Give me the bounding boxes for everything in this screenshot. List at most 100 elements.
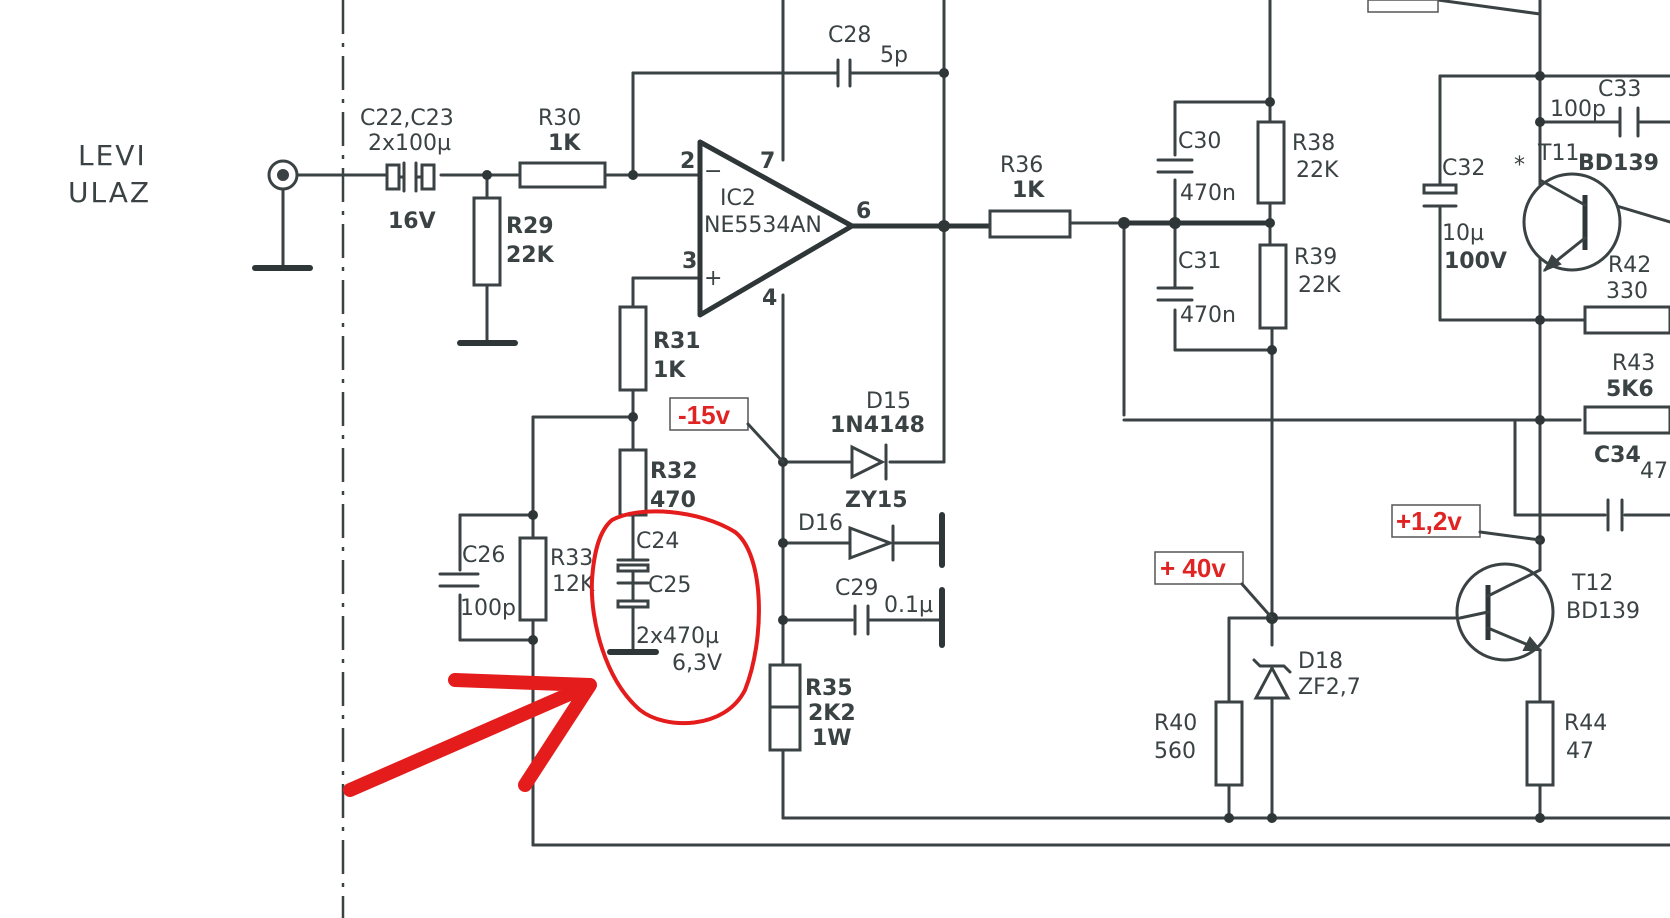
red-annotation	[343, 509, 761, 797]
r40-value: 560	[1154, 739, 1196, 764]
c28-capacitor	[828, 58, 866, 88]
c32-value: 10µ	[1442, 221, 1484, 246]
c22-c23-value: 2x100µ	[368, 131, 451, 156]
c31-ref: C31	[1178, 249, 1221, 274]
r36-value: 1K	[1012, 178, 1045, 203]
t11-transistor	[1522, 172, 1622, 272]
c34-ref: C34	[1594, 443, 1641, 468]
c24-ref: C24	[636, 529, 679, 554]
r35-value: 2K2	[808, 701, 856, 726]
ic2-part: NE5534AN	[704, 213, 822, 238]
t11-mark: *	[1514, 153, 1525, 178]
r30-ref: R30	[538, 106, 581, 131]
d15-ref: D15	[866, 389, 911, 414]
c30-value: 470n	[1180, 181, 1236, 206]
voltage-tag-pos12: +1,2v	[1391, 504, 1542, 542]
c26-ref: C26	[462, 543, 505, 568]
c30-ref: C30	[1178, 129, 1221, 154]
voltage-tag-pos40: + 40v	[1154, 551, 1274, 620]
r33-value: 12K	[552, 572, 595, 597]
d16-part: ZY15	[845, 488, 908, 513]
r32-value: 470	[650, 488, 696, 513]
d15-diode	[850, 443, 888, 481]
wires	[296, 0, 1670, 847]
r44-resistor	[1525, 700, 1555, 787]
d15-part: 1N4148	[830, 413, 925, 438]
c22-c23-rating: 16V	[388, 209, 436, 234]
t12-ref: T12	[1571, 571, 1613, 596]
c29-capacitor	[853, 587, 945, 648]
r44-ref: R44	[1564, 711, 1607, 736]
r38-resistor	[1256, 120, 1286, 205]
ic2-pin6: 6	[856, 199, 871, 224]
r31-ref: R31	[653, 329, 701, 354]
c31-capacitor	[1156, 286, 1194, 302]
r42-resistor	[1583, 305, 1670, 335]
t11-ref: T11	[1537, 141, 1579, 166]
r30-resistor	[518, 161, 607, 189]
junction-dots	[482, 68, 1545, 823]
ic2-minus: −	[704, 159, 722, 184]
t11-part: BD139	[1578, 151, 1659, 176]
ic2-plus: +	[704, 266, 722, 291]
r35-resistor	[768, 663, 802, 752]
c26-capacitor	[438, 572, 480, 588]
c25-ref: C25	[648, 573, 691, 598]
r33-ref: R33	[550, 546, 593, 571]
r40-ref: R40	[1154, 711, 1197, 736]
r29-resistor	[457, 196, 518, 346]
d18-part: ZF2,7	[1298, 675, 1361, 700]
d18-ref: D18	[1298, 649, 1343, 674]
r36-resistor	[988, 209, 1072, 239]
c26-value: 100p	[460, 596, 516, 621]
ic2-pin3: 3	[682, 249, 697, 274]
input-jack	[252, 159, 313, 271]
t12-transistor	[1455, 562, 1555, 662]
d18-zener	[1252, 658, 1292, 700]
c29-value: 0.1µ	[884, 593, 933, 618]
c22-c23-ref: C22,C23	[360, 106, 454, 131]
r32-ref: R32	[650, 459, 698, 484]
r39-ref: R39	[1294, 245, 1337, 270]
c34-value: 47	[1640, 459, 1668, 484]
r29-ref: R29	[506, 214, 554, 239]
ic2-opamp	[697, 139, 855, 318]
c32-rating: 100V	[1444, 249, 1507, 274]
c25-rating: 6,3V	[672, 651, 722, 676]
r40-resistor	[1214, 700, 1244, 787]
r35-rating: 1W	[812, 726, 852, 751]
c29-ref: C29	[835, 576, 878, 601]
r31-value: 1K	[653, 358, 686, 383]
r44-value: 47	[1566, 739, 1594, 764]
annotation-arrow	[343, 673, 597, 797]
r36-ref: R36	[1000, 153, 1043, 178]
c30-capacitor	[1156, 158, 1194, 174]
r39-value: 22K	[1298, 273, 1341, 298]
ic2-pin2: 2	[680, 149, 695, 174]
d16-zener	[848, 512, 945, 568]
c22-c23-capacitor	[385, 161, 436, 193]
r33-resistor	[518, 536, 548, 622]
c32-ref: C32	[1442, 156, 1485, 181]
input-label-line2: ULAZ	[68, 176, 151, 209]
r35-ref: R35	[805, 676, 853, 701]
c33-capacitor	[1618, 106, 1640, 138]
voltage-tag-pos12-text: +1,2v	[1396, 506, 1462, 536]
r38-value: 22K	[1296, 158, 1339, 183]
c34-capacitor	[1606, 498, 1624, 532]
r42-value: 330	[1606, 279, 1648, 304]
r31-resistor	[618, 305, 648, 392]
c24-c25-capacitors	[607, 558, 659, 655]
t12-part: BD139	[1566, 599, 1640, 624]
c28-ref: C28	[828, 23, 871, 48]
c25-value: 2x470µ	[636, 624, 719, 649]
r43-resistor	[1583, 405, 1670, 435]
r42-ref: R42	[1608, 253, 1651, 278]
voltage-tag-neg15: -15v	[669, 397, 785, 464]
c31-value: 470n	[1180, 303, 1236, 328]
c28-value: 5p	[880, 43, 908, 68]
voltage-tag-neg15-text: -15v	[678, 400, 731, 430]
d16-ref: D16	[798, 511, 843, 536]
ic2-pin4: 4	[762, 286, 777, 311]
